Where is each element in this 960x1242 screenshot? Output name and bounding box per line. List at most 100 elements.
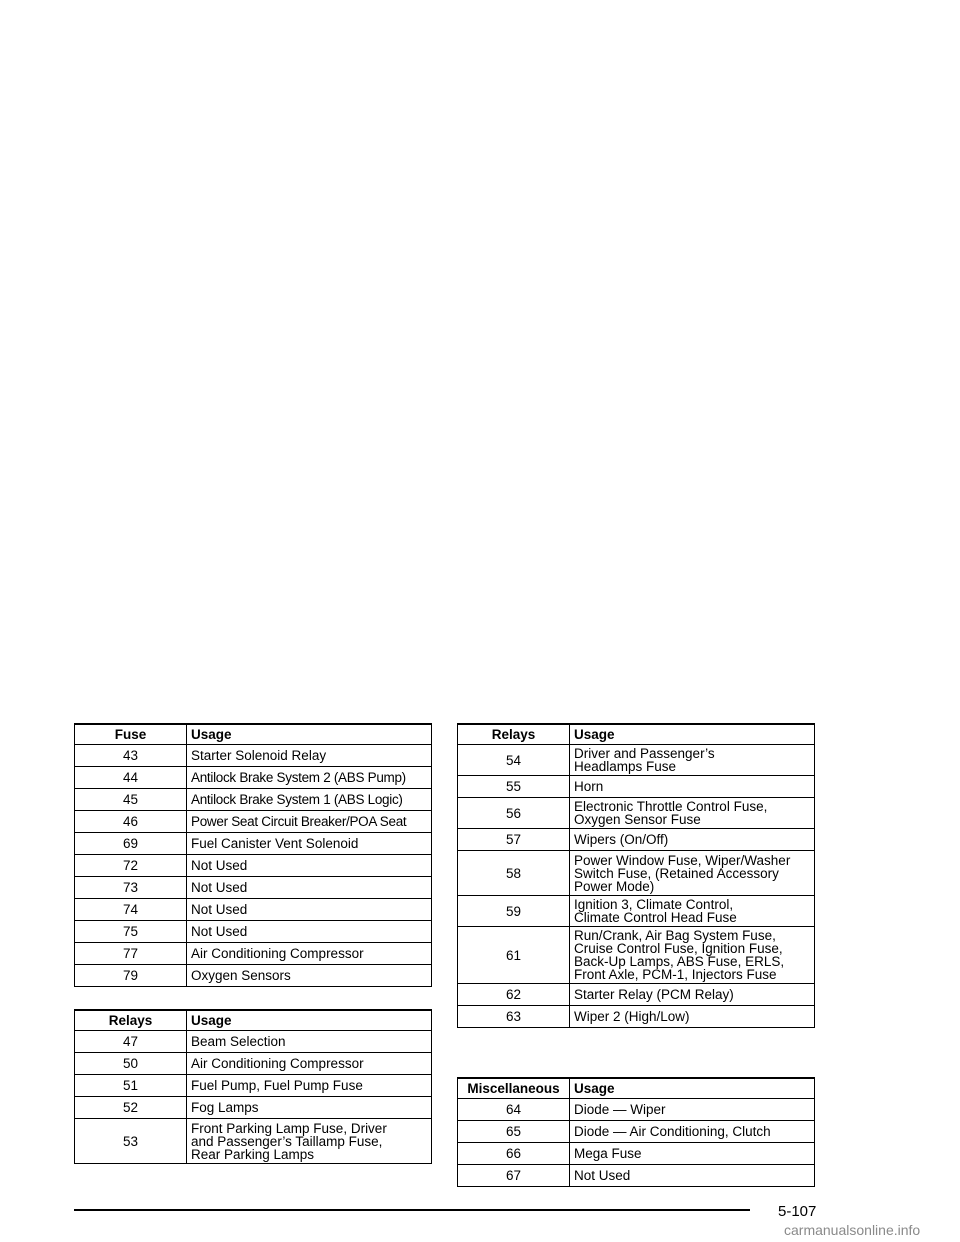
fuse-number: 45 <box>74 788 187 811</box>
relay-usage: Ignition 3, Climate Control, Climate Con… <box>569 895 815 927</box>
relay-usage: Air Conditioning Compressor <box>186 1052 432 1075</box>
table-header-row: Relays Usage <box>457 723 815 745</box>
fuse-number: 73 <box>74 876 187 899</box>
relay-usage: Power Window Fuse, Wiper/Washer Switch F… <box>569 850 815 896</box>
relay-usage: Fuel Pump, Fuel Pump Fuse <box>186 1074 432 1097</box>
relay-usage: Run/Crank, Air Bag System Fuse, Cruise C… <box>569 926 815 984</box>
relay-number: 62 <box>457 983 570 1006</box>
fuse-number: 69 <box>74 832 187 855</box>
misc-number: 64 <box>457 1098 570 1121</box>
fuse-number: 72 <box>74 854 187 877</box>
fuse-number: 43 <box>74 744 187 767</box>
fuse-usage: Not Used <box>186 920 432 943</box>
column-header: Usage <box>186 1009 432 1031</box>
relay-number: 53 <box>74 1118 187 1164</box>
misc-number: 65 <box>457 1120 570 1143</box>
fuse-usage: Fuel Canister Vent Solenoid <box>186 832 432 855</box>
relay-number: 47 <box>74 1030 187 1053</box>
table-header-row: Relays Usage <box>74 1009 432 1031</box>
relay-number: 57 <box>457 828 570 851</box>
fuse-usage: Antilock Brake System 1 (ABS Logic) <box>186 788 432 811</box>
relay-number: 52 <box>74 1096 187 1119</box>
column-header: Relays <box>74 1009 187 1031</box>
fuse-number: 75 <box>74 920 187 943</box>
fuse-number: 79 <box>74 964 187 987</box>
column-header: Usage <box>569 1077 815 1099</box>
column-header: Miscellaneous <box>457 1077 570 1099</box>
fuse-number: 44 <box>74 766 187 789</box>
relay-number: 55 <box>457 775 570 798</box>
relay-number: 59 <box>457 895 570 927</box>
page-number: 5-107 <box>778 1203 817 1220</box>
relay-usage: Horn <box>569 775 815 798</box>
relay-usage: Electronic Throttle Control Fuse, Oxygen… <box>569 797 815 829</box>
fuse-usage: Not Used <box>186 898 432 921</box>
relay-usage: Beam Selection <box>186 1030 432 1053</box>
fuse-usage: Oxygen Sensors <box>186 964 432 987</box>
relay-number: 51 <box>74 1074 187 1097</box>
relay-number: 56 <box>457 797 570 829</box>
fuse-usage: Not Used <box>186 854 432 877</box>
fuse-usage: Starter Solenoid Relay <box>186 744 432 767</box>
relay-number: 50 <box>74 1052 187 1075</box>
fuse-usage: Antilock Brake System 2 (ABS Pump) <box>186 766 432 789</box>
table-header-row: Miscellaneous Usage <box>457 1077 815 1099</box>
fuse-usage: Air Conditioning Compressor <box>186 942 432 965</box>
relay-number: 63 <box>457 1005 570 1028</box>
relay-number: 61 <box>457 926 570 984</box>
relay-usage: Fog Lamps <box>186 1096 432 1119</box>
relay-usage: Front Parking Lamp Fuse, Driver and Pass… <box>186 1118 432 1164</box>
fuse-usage: Power Seat Circuit Breaker/POA Seat <box>186 810 432 833</box>
misc-number: 67 <box>457 1164 570 1187</box>
misc-usage: Diode — Wiper <box>569 1098 815 1121</box>
relay-usage: Driver and Passenger’s Headlamps Fuse <box>569 744 815 776</box>
column-header: Relays <box>457 723 570 745</box>
misc-usage: Mega Fuse <box>569 1142 815 1165</box>
fuse-number: 46 <box>74 810 187 833</box>
misc-usage: Not Used <box>569 1164 815 1187</box>
relay-usage: Wipers (On/Off) <box>569 828 815 851</box>
relay-number: 54 <box>457 744 570 776</box>
relay-usage: Wiper 2 (High/Low) <box>569 1005 815 1028</box>
fuse-usage: Not Used <box>186 876 432 899</box>
relay-usage: Starter Relay (PCM Relay) <box>569 983 815 1006</box>
column-header: Usage <box>569 723 815 745</box>
misc-usage: Diode — Air Conditioning, Clutch <box>569 1120 815 1143</box>
column-header: Fuse <box>74 723 187 745</box>
column-header: Usage <box>186 723 432 745</box>
watermark: carmanualsonline.info <box>784 1222 921 1238</box>
relay-number: 58 <box>457 850 570 896</box>
misc-number: 66 <box>457 1142 570 1165</box>
